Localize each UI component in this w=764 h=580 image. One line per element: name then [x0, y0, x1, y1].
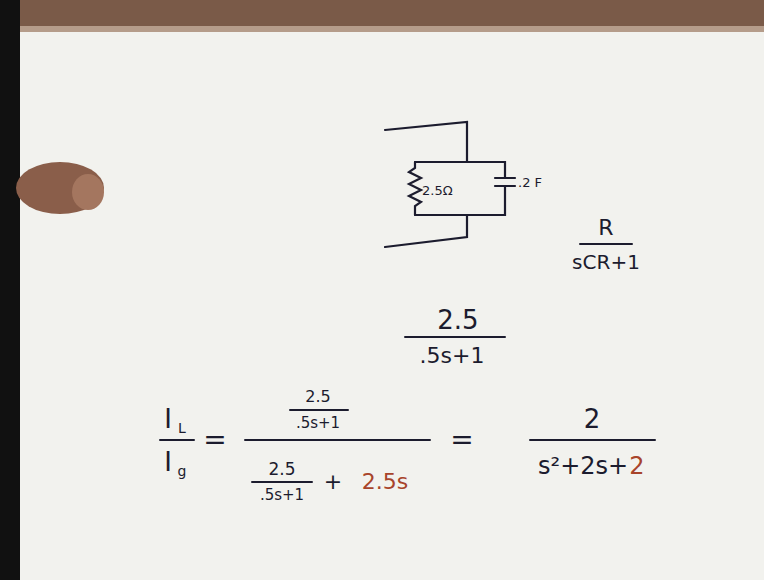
equals-sign: =: [203, 426, 226, 454]
formula-numerator: 2.5: [437, 307, 478, 333]
fraction-bar: [252, 481, 312, 483]
current-symbol: I: [164, 449, 172, 475]
formula-numerator: 2: [584, 406, 601, 432]
formula-denominator: .5s+1: [296, 416, 340, 431]
formula-denominator: 2: [629, 454, 644, 478]
fraction-bar: [580, 243, 632, 245]
finger: [16, 162, 104, 214]
resistor-symbol: [409, 162, 421, 215]
current-symbol: I: [164, 406, 172, 432]
formula-denominator: .5s+1: [420, 345, 485, 367]
fraction-bar: [160, 439, 194, 441]
formula-numerator: 2.5: [305, 389, 330, 405]
fraction-bar: [290, 409, 348, 411]
subscript: L: [178, 421, 186, 435]
rc-circuit: [385, 122, 515, 247]
left-band: [0, 0, 20, 580]
fingertip: [72, 174, 104, 210]
formula-term: 2.5s: [362, 471, 408, 493]
formula-denominator: sCR+1: [572, 252, 640, 272]
plus-sign: +: [324, 471, 342, 493]
fraction-bar: [530, 439, 655, 441]
bottom-wire: [385, 215, 467, 247]
equals-sign: =: [450, 426, 473, 454]
formula-denominator: s²+2s+: [538, 454, 628, 478]
fraction-bars: [160, 244, 655, 482]
formula-denominator: .5s+1: [260, 488, 304, 503]
capacitor-value: .2 F: [518, 176, 542, 189]
fraction-bar: [405, 336, 505, 338]
formula-numerator: R: [598, 217, 613, 239]
top-wire: [385, 122, 467, 162]
formula-numerator: 2.5: [268, 461, 295, 478]
board-frame: [0, 0, 764, 30]
capacitor-symbol: [495, 178, 515, 186]
resistor-value: 2.5Ω: [422, 184, 453, 197]
top-rail: [415, 162, 505, 178]
fraction-bar: [245, 439, 430, 441]
board-edge: [0, 26, 764, 32]
subscript: g: [178, 464, 187, 478]
